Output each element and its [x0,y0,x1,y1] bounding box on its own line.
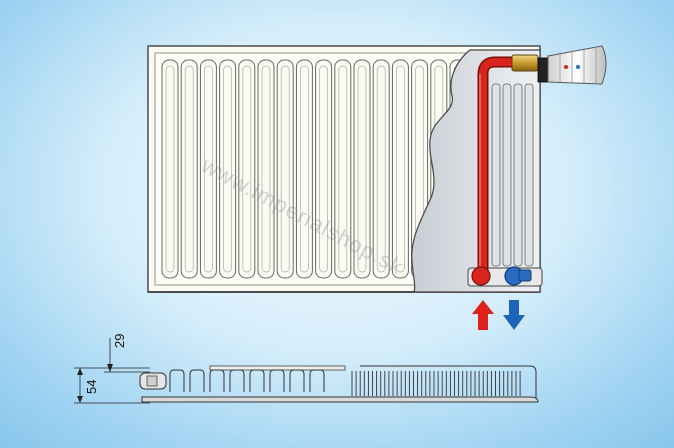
profile-back-fins [351,371,521,396]
radiator-column [257,59,275,279]
profile-slot [249,369,265,392]
cutaway-column [513,83,523,267]
outlet-arrow-icon [503,300,525,330]
supply-pipe [471,56,524,286]
radiator-column-inner [376,65,386,273]
cutaway-column [491,83,501,267]
cutaway-column [502,83,512,267]
return-valve [504,266,532,286]
radiator-column-inner [338,65,348,273]
radiator-column-inner [300,65,309,273]
dimension-depth: 54 [84,380,99,394]
profile-slot [169,369,185,392]
radiator-column [180,59,198,279]
radiator-profile-view: 29 54 [74,334,539,404]
radiator-column [315,59,333,279]
radiator-column-inner [396,65,405,273]
radiator-column [276,59,294,279]
radiator-column [295,59,313,279]
radiator-column-inner [261,65,271,273]
radiator-column-inner [280,65,290,273]
thermostatic-head-icon [511,45,607,85]
radiator-column-inner [184,65,194,273]
profile-slot [189,369,205,392]
radiator-column [391,59,409,279]
radiator-column-inner [357,65,367,273]
profile-slot [289,369,305,392]
profile-slot [269,369,285,392]
profile-slot [209,369,225,392]
inlet-arrow-icon [472,300,494,330]
profile-front-slots [169,369,325,392]
profile-slot [309,369,325,392]
profile-slot [229,369,245,392]
radiator-column-inner [165,65,175,273]
radiator-column-inner [204,65,213,273]
radiator-column-inner [242,65,252,273]
radiator-column [161,59,179,279]
radiator-column-inner [223,65,232,273]
radiator-column-inner [319,65,328,273]
dimension-top-offset: 29 [112,334,127,348]
cutaway-columns [491,83,534,267]
cutaway-column [524,83,534,267]
